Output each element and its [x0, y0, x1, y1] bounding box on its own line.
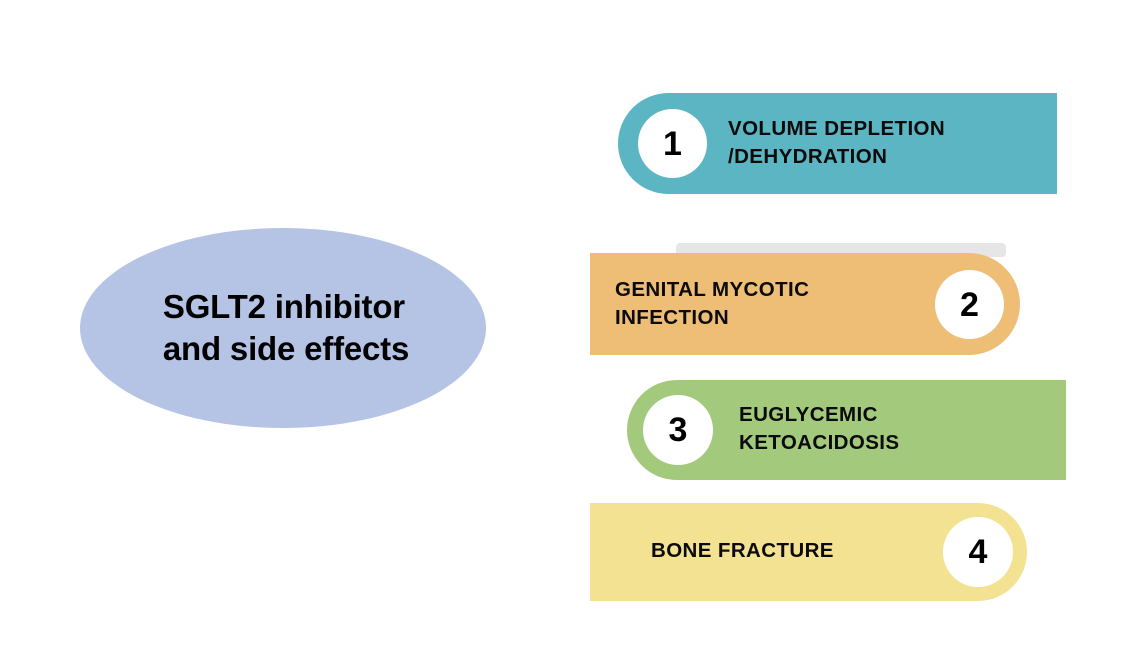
- step-2-number-badge: 2: [935, 270, 1004, 339]
- step-4-number: 4: [968, 533, 988, 571]
- step-3-label: EUGLYCEMIC KETOACIDOSIS: [739, 403, 900, 455]
- step-4-label: BONE FRACTURE: [651, 539, 834, 562]
- step-4-number-badge: 4: [943, 517, 1013, 587]
- step-item-2[interactable]: 2 GENITAL MYCOTIC INFECTION: [590, 253, 1020, 355]
- step-1-number: 1: [663, 124, 682, 163]
- step-item-3[interactable]: 3 EUGLYCEMIC KETOACIDOSIS: [627, 380, 1066, 480]
- step-3-number-badge: 3: [643, 395, 713, 465]
- step-2-number: 2: [960, 285, 979, 324]
- step-1-label: VOLUME DEPLETION /DEHYDRATION: [728, 117, 946, 169]
- concept-ellipse: SGLT2 inhibitor and side effects: [80, 228, 486, 428]
- step-item-1[interactable]: 1 VOLUME DEPLETION /DEHYDRATION: [618, 93, 1057, 194]
- step-3-number: 3: [668, 411, 688, 449]
- step-1-number-badge: 1: [638, 109, 707, 178]
- step-item-4[interactable]: 4 BONE FRACTURE: [590, 503, 1027, 601]
- concept-title: SGLT2 inhibitor and side effects: [162, 287, 410, 367]
- step-2-label: GENITAL MYCOTIC INFECTION: [615, 278, 810, 330]
